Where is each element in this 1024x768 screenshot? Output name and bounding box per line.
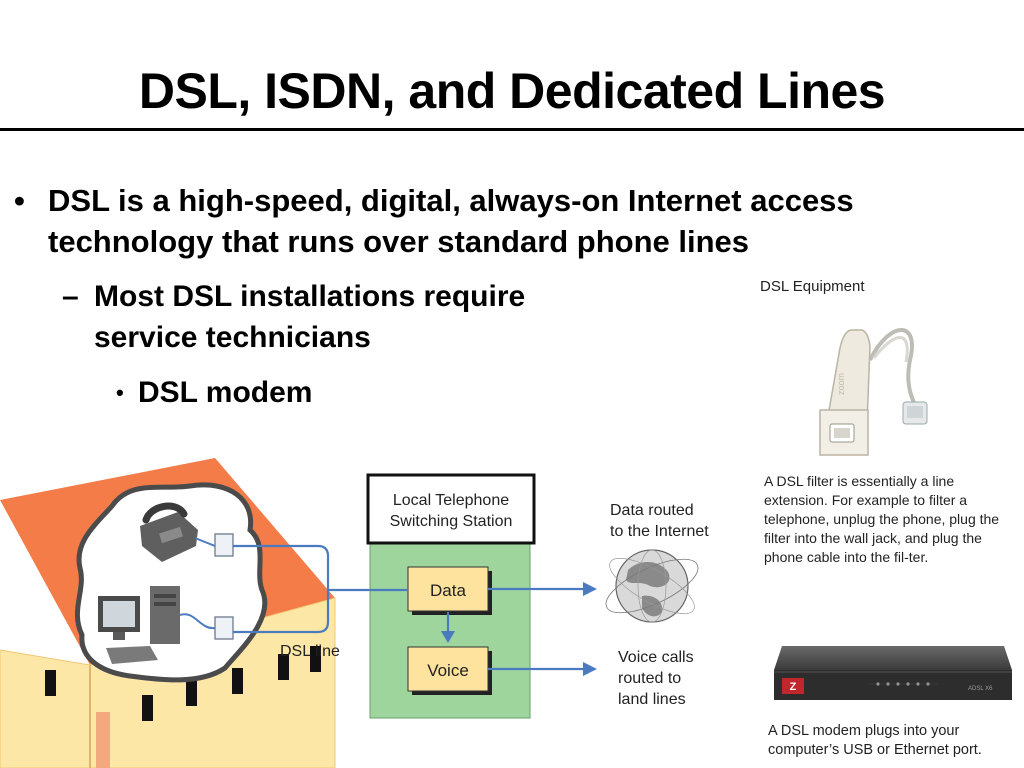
wall-jack xyxy=(214,533,234,557)
house-interior xyxy=(74,482,268,683)
bullet-marker: • xyxy=(14,183,25,218)
house-window xyxy=(278,654,289,680)
internet-label: Data routed xyxy=(610,502,694,519)
modem-caption: A DSL modem plugs into your computer’s U… xyxy=(768,723,982,758)
bullet-marker: • xyxy=(116,380,124,405)
equipment-title: DSL Equipment xyxy=(760,278,865,295)
svg-text:Z: Z xyxy=(790,681,797,693)
dsl-filter-image: zoom xyxy=(819,328,928,456)
switching-station-title-box xyxy=(366,473,536,545)
down-arrow-icon xyxy=(441,631,455,643)
house-door xyxy=(96,712,110,768)
house-window xyxy=(310,646,321,672)
house-window xyxy=(232,668,243,694)
title-divider xyxy=(0,128,1024,131)
right-arrow-icon xyxy=(583,582,597,596)
house-window xyxy=(186,680,197,706)
data-box-label: Data xyxy=(430,581,466,600)
right-arrow-icon xyxy=(583,662,597,676)
telephone-icon xyxy=(140,502,198,562)
house-window xyxy=(45,670,56,696)
internet-label: to the Internet xyxy=(610,523,709,540)
voice-calls-label: routed to xyxy=(618,670,681,687)
bullet-text: DSL is a high-speed, digital, always-on … xyxy=(48,183,854,259)
slide-title: DSL, ISDN, and Dedicated Lines xyxy=(138,63,886,119)
dsl-diagram: DSL line Local Telephone Switching Stati… xyxy=(0,450,760,768)
switching-station-title: Local Telephone xyxy=(393,492,509,509)
voice-calls-label: land lines xyxy=(618,691,686,708)
dsl-line-label: DSL line xyxy=(280,643,340,660)
svg-text:zoom: zoom xyxy=(836,373,846,395)
globe-icon xyxy=(605,549,699,623)
house-window xyxy=(142,695,153,721)
modem-model-label: ADSL X6 xyxy=(968,686,993,692)
voice-box-label: Voice xyxy=(427,661,469,680)
computer-icon xyxy=(98,586,180,664)
house-wall-left xyxy=(0,649,91,768)
dash-marker: – xyxy=(62,280,79,313)
wall-jack xyxy=(214,616,234,640)
bullet-text: Most DSL installations require service t… xyxy=(94,280,526,354)
switching-station-title: Switching Station xyxy=(390,513,513,530)
filter-caption: A DSL filter is essentially a line exten… xyxy=(764,473,1000,565)
voice-calls-label: Voice calls xyxy=(618,649,694,666)
dsl-modem-image: Z ADSL X6 xyxy=(774,646,1012,700)
bullet-text: DSL modem xyxy=(138,376,313,409)
